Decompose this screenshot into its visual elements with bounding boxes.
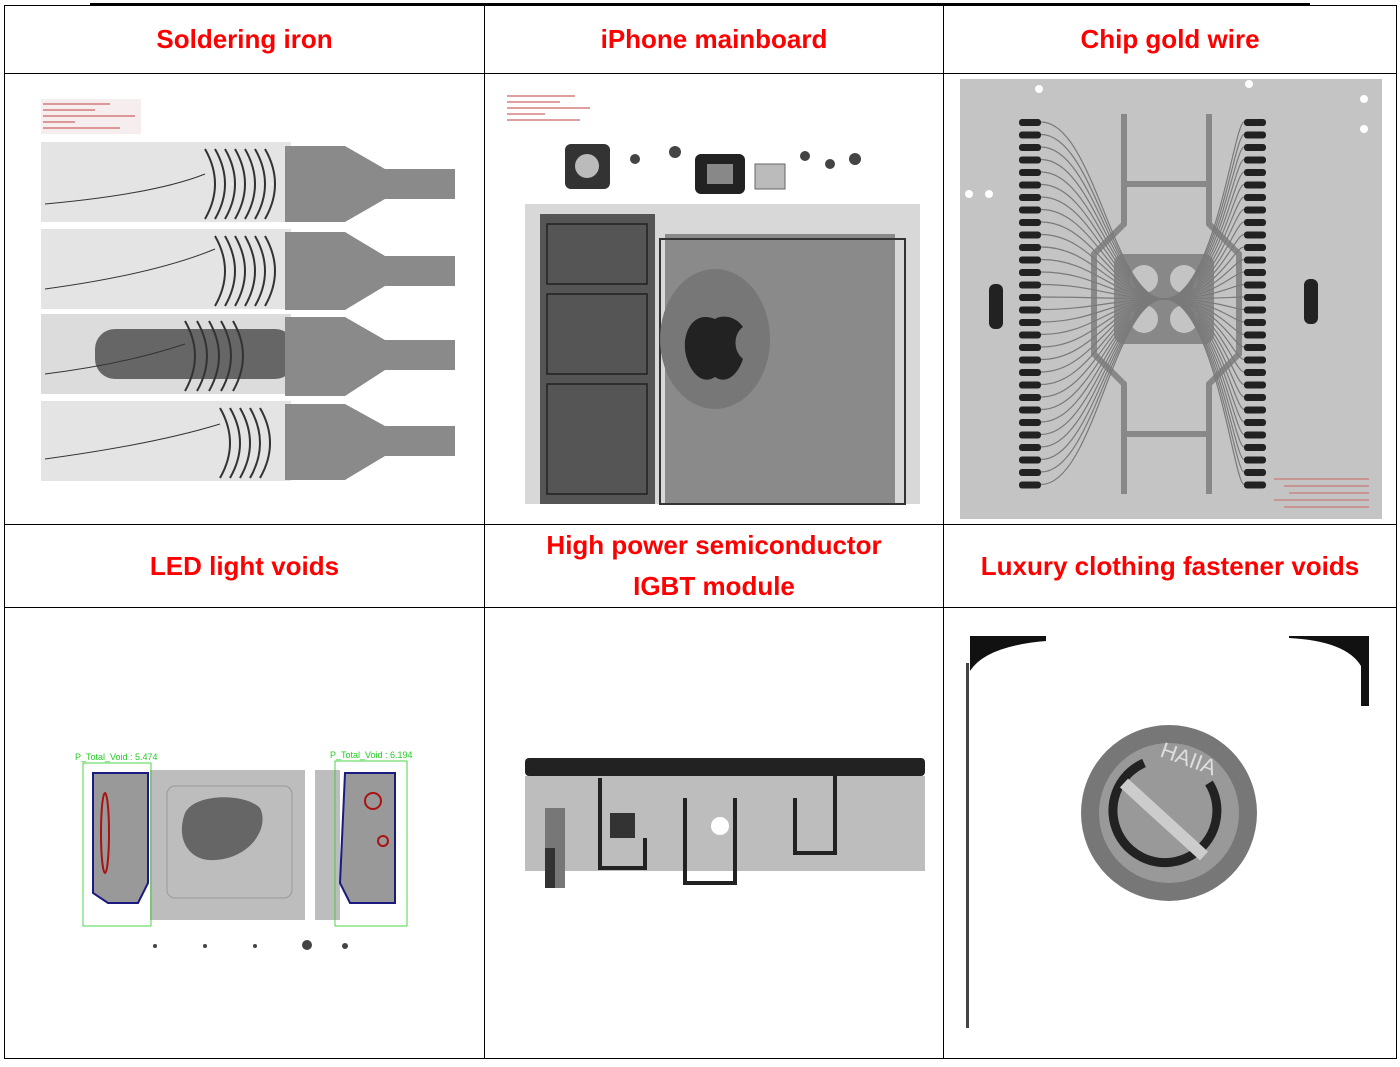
bond-pad <box>1244 456 1266 464</box>
bond-pad <box>1019 269 1041 276</box>
bond-pad <box>1244 119 1266 126</box>
bond-pad <box>1244 431 1266 439</box>
bond-pad <box>1244 469 1266 476</box>
bond-pad <box>1244 369 1266 376</box>
heading-fastener-voids: Luxury clothing fastener voids <box>943 524 1397 608</box>
bond-pad <box>1244 319 1266 326</box>
bond-pad <box>1244 394 1266 401</box>
bond-pad <box>1244 481 1266 489</box>
image-led-light-voids: P_Total_Void : 5.474 P_Total_Void : 6.19… <box>4 607 485 1059</box>
bond-pad <box>1019 394 1041 401</box>
bond-pad <box>1019 306 1041 314</box>
bond-pad <box>1244 344 1266 351</box>
right-void-label: P_Total_Void : 6.194 <box>330 750 413 760</box>
igbt-module-xray <box>525 758 925 888</box>
bond-pad <box>1019 481 1041 489</box>
xray-sample-table: Soldering iron iPhone mainboard Chip gol… <box>4 5 1397 1059</box>
bond-pad <box>1244 269 1266 276</box>
bond-pad <box>1244 444 1266 451</box>
heading-igbt-module: High power semiconductor IGBT module <box>484 524 944 608</box>
bond-pad <box>1244 194 1266 201</box>
bond-pad <box>1244 219 1266 226</box>
bond-pad <box>1244 406 1266 414</box>
heading-igbt-line1: High power semiconductor <box>546 530 882 560</box>
bond-pad <box>1244 231 1266 239</box>
bond-pad <box>1019 331 1041 339</box>
bond-pad <box>1019 381 1041 389</box>
bond-pad <box>1019 131 1041 139</box>
bond-pad <box>1019 256 1041 264</box>
bond-pad <box>1019 206 1041 214</box>
bond-pad <box>1019 244 1041 251</box>
heading-igbt-line2: IGBT module <box>633 571 795 601</box>
heading-iphone-mainboard: iPhone mainboard <box>484 5 944 74</box>
bond-pad <box>1019 119 1041 126</box>
image-iphone-mainboard <box>484 73 944 525</box>
image-chip-gold-wire <box>943 73 1397 525</box>
bond-pad <box>1019 431 1041 439</box>
bond-pad <box>1019 444 1041 451</box>
soldering-iron-xray <box>41 99 455 481</box>
top-rule <box>90 3 1310 5</box>
led-voids-xray: P_Total_Void : 5.474 P_Total_Void : 6.19… <box>75 750 413 950</box>
bond-pad <box>1019 369 1041 376</box>
bond-pad <box>1019 281 1041 289</box>
bond-pad <box>1244 156 1266 164</box>
bond-pad <box>1019 231 1041 239</box>
bond-pad <box>1019 456 1041 464</box>
bond-pad <box>1019 156 1041 164</box>
bond-pad <box>1019 469 1041 476</box>
bond-pad <box>1244 294 1266 301</box>
bond-pad <box>1019 181 1041 189</box>
bond-pad <box>1019 406 1041 414</box>
bond-pad <box>1244 244 1266 251</box>
image-igbt-module <box>484 607 944 1059</box>
heading-chip-gold-wire: Chip gold wire <box>943 5 1397 74</box>
bond-pad <box>1019 144 1041 151</box>
heading-led-light-voids: LED light voids <box>4 524 485 608</box>
bond-pad <box>1019 419 1041 426</box>
bond-pad <box>1019 294 1041 301</box>
image-soldering-iron <box>4 73 485 525</box>
bond-pad <box>1244 144 1266 151</box>
bond-pad <box>1019 344 1041 351</box>
bond-pad <box>1244 419 1266 426</box>
fastener-voids-xray: HAIIA <box>966 636 1369 1028</box>
bond-pad <box>1244 256 1266 264</box>
heading-soldering-iron: Soldering iron <box>4 5 485 74</box>
gold-wire <box>1040 298 1245 486</box>
bond-pad <box>1019 356 1041 364</box>
bond-pad <box>1244 381 1266 389</box>
chip-gold-wire-xray <box>960 79 1382 519</box>
bond-pad <box>1019 319 1041 326</box>
bond-pad <box>1244 131 1266 139</box>
bond-pad <box>1244 356 1266 364</box>
left-void-label: P_Total_Void : 5.474 <box>75 752 158 762</box>
iphone-mainboard-xray <box>507 95 920 505</box>
bond-pad <box>1244 281 1266 289</box>
image-fastener-voids: HAIIA <box>943 607 1397 1059</box>
bond-pad <box>1244 331 1266 339</box>
bond-pad <box>1244 181 1266 189</box>
bond-pad <box>1244 306 1266 314</box>
bond-pad <box>1244 169 1266 176</box>
bond-pad <box>1019 169 1041 176</box>
bond-pad <box>1019 194 1041 201</box>
bond-pad <box>1244 206 1266 214</box>
bond-pad <box>1019 219 1041 226</box>
